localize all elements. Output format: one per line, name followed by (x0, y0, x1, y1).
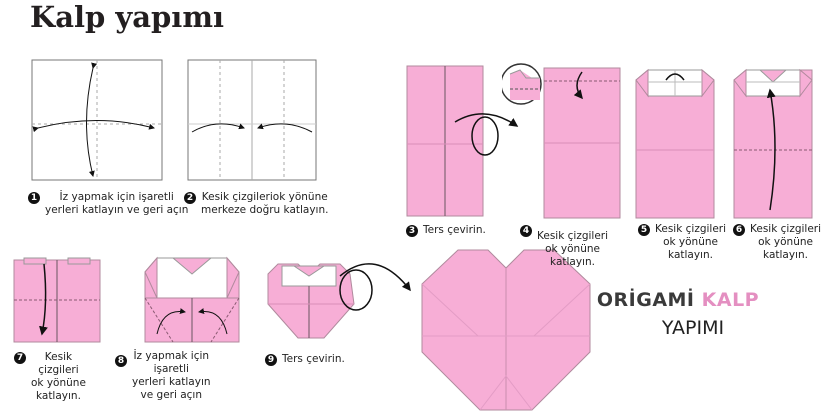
caption-line: Kesik çizgileri (750, 223, 822, 235)
origami-kalp-logo: ORİGAMİ KALP YAPIMI (594, 289, 762, 339)
step-number-badge: 1 (28, 192, 40, 204)
step-number-badge: 9 (265, 354, 277, 366)
step-number-badge: 5 (638, 224, 650, 236)
caption-line: Kesik çizgileriok yönüne (201, 191, 328, 203)
step-9-diagram (267, 263, 411, 339)
caption-line: Kesik çizgileri (537, 230, 609, 242)
caption-line: yerleri katlayın ve geri açın (45, 204, 189, 216)
step-number-badge: 8 (115, 355, 127, 367)
caption-line: Kesik (44, 351, 73, 363)
caption-line: Ters çevirin. (423, 224, 486, 236)
step-number-badge: 6 (733, 224, 745, 236)
caption-line: katlayın. (550, 256, 595, 268)
step-1-diagram (31, 59, 163, 181)
caption-line: Kesik çizgileri (655, 223, 727, 235)
step-5-diagram (635, 68, 715, 219)
caption-line: katlayın. (668, 249, 713, 261)
logo-word-kalp: KALP (701, 289, 760, 311)
step-8-diagram (144, 256, 240, 343)
finished-heart-diagram (421, 249, 591, 411)
caption-line: katlayın. (35, 390, 81, 402)
step-2-diagram (187, 59, 317, 181)
caption-line: İz yapmak için işaretli (59, 191, 174, 203)
caption-line: ok yönüne (31, 377, 86, 389)
page-title: Kalp yapımı (30, 0, 225, 34)
caption-line: ok yönüne (758, 236, 813, 248)
step-3-diagram (406, 65, 519, 217)
step-number-badge: 3 (406, 225, 418, 237)
step-4-diagram (502, 63, 621, 219)
caption-line: merkeze doğru katlayın. (201, 204, 329, 216)
logo-word-origami: ORİGAMİ (596, 289, 695, 311)
caption-line: yerleri katlayın (132, 376, 211, 388)
step-number-badge: 7 (14, 352, 26, 364)
step-3-caption: 3 Ters çevirin. (406, 224, 486, 237)
step-number-badge: 4 (520, 225, 532, 237)
caption-line: ve geri açın (140, 389, 203, 401)
caption-line: İz yapmak için (133, 350, 210, 362)
step-number-badge: 2 (184, 192, 196, 204)
caption-line: işaretli (153, 363, 189, 375)
caption-line: ok yönüne (545, 243, 600, 255)
caption-line: Ters çevirin. (282, 353, 345, 365)
step-6-diagram (733, 68, 813, 219)
logo-word-yapimi: YAPIMI (661, 317, 725, 339)
caption-line: ok yönüne (663, 236, 718, 248)
caption-line: katlayın. (763, 249, 808, 261)
step-7-diagram (13, 257, 101, 343)
caption-line: çizgileri (38, 364, 79, 376)
step-9-caption: 9 Ters çevirin. (265, 353, 345, 366)
